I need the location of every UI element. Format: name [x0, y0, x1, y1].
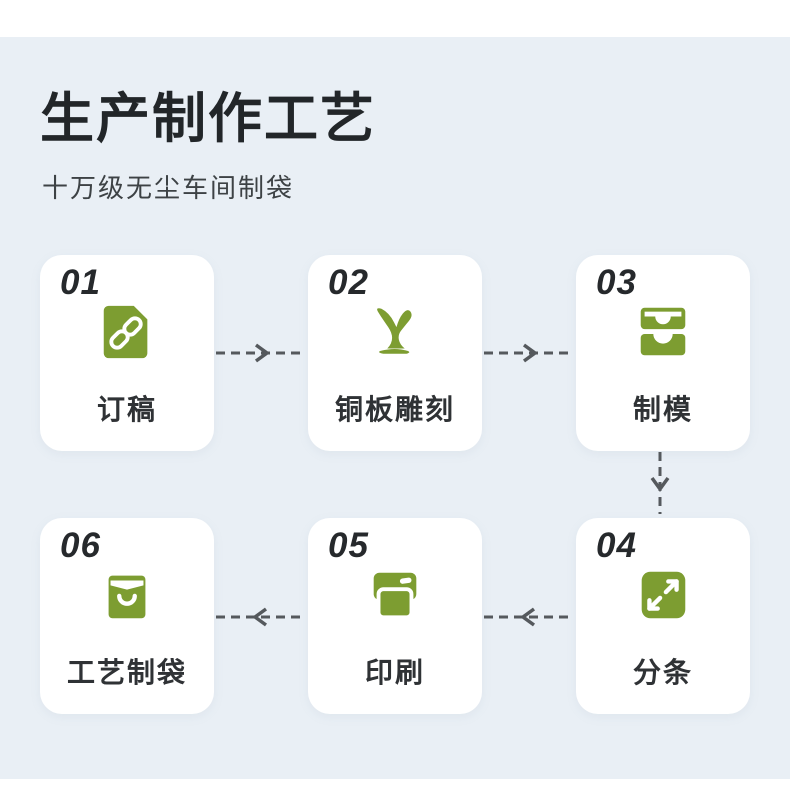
flow-arrow-down-03-04 — [648, 452, 672, 516]
step-number: 03 — [596, 263, 637, 302]
step-label: 印刷 — [364, 657, 425, 688]
mold-icon — [632, 301, 694, 363]
step-number: 05 — [328, 526, 369, 565]
page-title: 生产制作工艺 — [40, 89, 376, 149]
flow-arrow-left-04-05 — [482, 605, 576, 629]
step-label: 制模 — [632, 394, 693, 425]
flow-arrow-left-05-06 — [214, 605, 308, 629]
step-card-01: 01 订稿 — [40, 255, 214, 451]
step-card-05: 05 印刷 — [308, 518, 482, 714]
file-link-icon — [96, 301, 158, 363]
step-number: 04 — [596, 526, 637, 565]
step-number: 02 — [328, 263, 369, 302]
step-number: 01 — [60, 263, 101, 302]
expand-arrows-icon — [632, 564, 694, 626]
step-card-02: 02 铜板雕刻 — [308, 255, 482, 451]
step-number: 06 — [60, 526, 101, 565]
step-label: 铜板雕刻 — [334, 394, 455, 425]
flow-arrow-right-01-02 — [214, 341, 308, 365]
step-card-06: 06 工艺制袋 — [40, 518, 214, 714]
step-label: 分条 — [632, 657, 693, 688]
step-card-03: 03 制模 — [576, 255, 750, 451]
flow-arrow-right-02-03 — [482, 341, 576, 365]
engraving-tool-icon — [364, 301, 426, 363]
printer-icon — [364, 564, 426, 626]
step-label: 工艺制袋 — [66, 657, 187, 688]
step-card-04: 04 分条 — [576, 518, 750, 714]
shopping-bag-icon — [96, 564, 158, 626]
page-subtitle: 十万级无尘车间制袋 — [42, 173, 295, 203]
step-label: 订稿 — [96, 394, 157, 425]
